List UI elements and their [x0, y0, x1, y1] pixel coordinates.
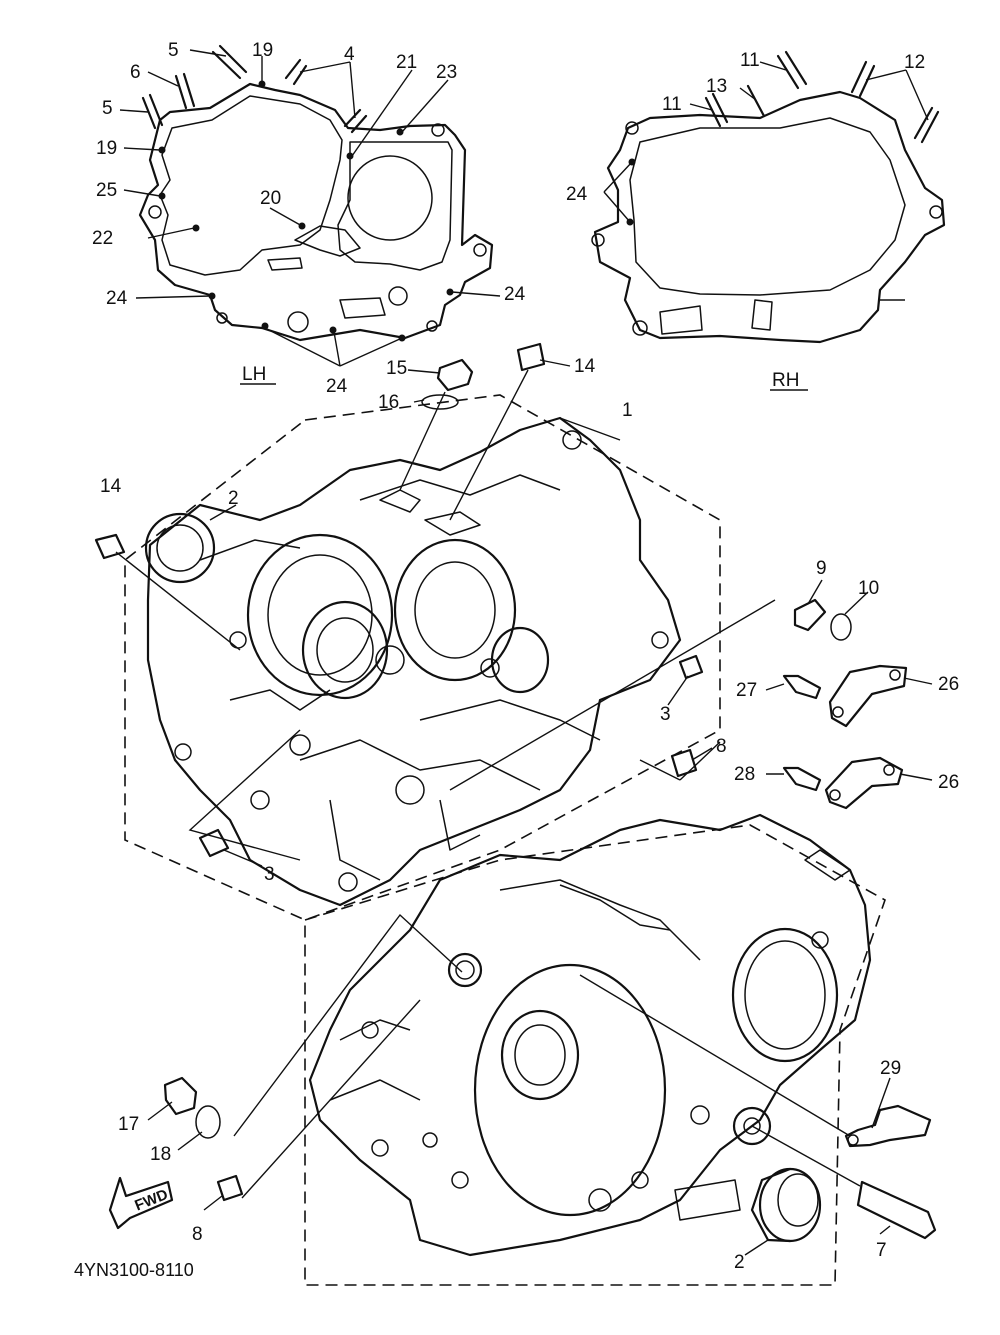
- callout-8: 8: [716, 736, 727, 757]
- callout-11: 11: [662, 94, 682, 115]
- callout-10: 10: [858, 578, 879, 599]
- callout-14: 14: [574, 356, 596, 377]
- callout-22: 22: [92, 228, 113, 249]
- callout-11: 11: [740, 50, 760, 71]
- callout-12: 12: [904, 52, 925, 73]
- callout-5: 5: [168, 40, 179, 61]
- callout-2: 2: [734, 1252, 745, 1273]
- callout-19: 19: [252, 40, 273, 61]
- forward-direction-arrow: FWD: [108, 1176, 174, 1230]
- callout-29: 29: [880, 1058, 901, 1079]
- callout-9: 9: [816, 558, 827, 579]
- callout-24: 24: [504, 284, 526, 305]
- callout-1: 1: [622, 400, 633, 421]
- rh-label: RH: [772, 370, 799, 391]
- fwd-label: FWD: [132, 1186, 170, 1215]
- callout-25: 25: [96, 180, 117, 201]
- left-crankcase-half: [144, 416, 682, 907]
- callout-20: 20: [260, 188, 281, 209]
- right-crankcase-half: [308, 813, 872, 1257]
- callout-17: 17: [118, 1114, 139, 1135]
- callout-24: 24: [566, 184, 588, 205]
- callout-26: 26: [938, 674, 959, 695]
- leader-lines: [115, 49, 933, 1256]
- callout-28: 28: [734, 764, 755, 785]
- callout-3: 3: [264, 864, 275, 885]
- part-code: 4YN3100-8110: [74, 1260, 194, 1280]
- callout-15: 15: [386, 358, 407, 379]
- callout-26: 26: [938, 772, 959, 793]
- lower-case-group-outline: [304, 824, 886, 1286]
- lh-crankcase-gasket: [138, 44, 494, 342]
- callout-5: 5: [102, 98, 113, 119]
- callout-14: 14: [100, 476, 122, 497]
- callout-13: 13: [706, 76, 727, 97]
- callout-27: 27: [736, 680, 757, 701]
- callout-labels: 5 19 4 21 23 6 5 19 25 20 22 24 24 24 15…: [92, 40, 959, 1273]
- callout-18: 18: [150, 1144, 171, 1165]
- callout-4: 4: [344, 44, 355, 65]
- callout-21: 21: [396, 52, 417, 73]
- callout-6: 6: [130, 62, 141, 83]
- callout-8: 8: [192, 1224, 203, 1245]
- rh-crankcase-gasket: [591, 50, 946, 344]
- callout-24: 24: [106, 288, 128, 309]
- side-labels: LH RH: [240, 364, 808, 391]
- callout-24: 24: [326, 376, 348, 397]
- upper-case-group-outline: [124, 394, 721, 921]
- callout-7: 7: [876, 1240, 887, 1261]
- lh-label: LH: [242, 364, 266, 385]
- callout-19: 19: [96, 138, 117, 159]
- callout-3: 3: [660, 704, 671, 725]
- small-parts: [94, 342, 937, 1243]
- callout-16: 16: [378, 392, 399, 413]
- callout-2: 2: [228, 488, 239, 509]
- callout-23: 23: [436, 62, 457, 83]
